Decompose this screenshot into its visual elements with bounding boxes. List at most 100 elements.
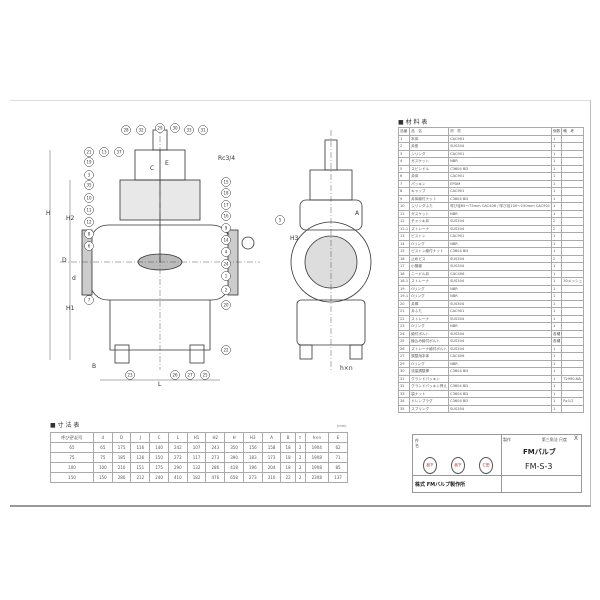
callout-circle: [114, 147, 124, 157]
dim-H2: H2: [66, 215, 75, 222]
materials-cell: [561, 322, 585, 331]
callout-number: 19: [86, 160, 92, 165]
callout-circle: [221, 235, 231, 245]
materials-cell: 31: [397, 374, 411, 383]
dimensions-header: E: [328, 432, 348, 443]
dimensions-cell: 151: [130, 462, 151, 473]
dim-L: L: [158, 381, 162, 388]
callout-number: 21: [86, 150, 92, 155]
title-block: 件名 製作 第三角法 尺度 X FMバルブ FM-S-3 株式 FMバルブ製作所…: [412, 434, 582, 493]
materials-header: 品 名: [409, 127, 450, 136]
dimensions-cell: 280: [111, 472, 132, 483]
materials-cell: NBR: [448, 359, 553, 368]
materials-heading: ■ 材 料 表: [398, 119, 428, 126]
dimensions-cell: 185: [111, 452, 132, 463]
materials-cell: 10: [397, 202, 411, 211]
materials-cell: 各種: [551, 337, 563, 346]
callout-circle: [84, 229, 94, 239]
materials-cell: 25: [397, 337, 411, 346]
materials-cell: 1: [551, 239, 563, 248]
callout-circle: [221, 188, 231, 198]
corner-cell: 呼び径\記号: [50, 432, 94, 443]
dimensions-header: t: [294, 432, 306, 443]
dimensions-cell: 107: [186, 442, 207, 453]
dimensions-cell: 243: [205, 442, 226, 453]
dimensions-cell: 137: [328, 472, 348, 483]
dimensions-cell: 71: [328, 452, 348, 463]
materials-cell: ニードル弁: [409, 269, 450, 278]
materials-cell: SUS304: [448, 344, 553, 353]
materials-cell: SUS304: [448, 337, 553, 346]
callout-circle: [121, 125, 131, 135]
side-view: [241, 130, 372, 370]
materials-cell: 2: [551, 224, 563, 233]
materials-cell: 17: [397, 262, 411, 271]
materials-cell: シリンダふた: [409, 202, 450, 211]
materials-cell: パッキン: [409, 179, 450, 188]
company-name: FMバルブ: [523, 448, 556, 456]
callout-circle: [125, 370, 135, 380]
materials-cell: ドレンプラグ: [409, 397, 450, 406]
materials-cell: 2: [551, 217, 563, 226]
materials-cell: C3604 BD: [448, 389, 553, 398]
materials-cell: 1: [551, 307, 563, 316]
materials-cell: [561, 224, 585, 233]
materials-cell: [561, 329, 585, 338]
approval-stamp: 品下: [423, 457, 437, 474]
materials-cell: 1: [551, 232, 563, 241]
callout-circle: [275, 215, 285, 225]
materials-cell: [561, 172, 585, 181]
dimensions-cell: 175: [149, 462, 169, 473]
materials-cell: CAC406: [448, 269, 553, 278]
materials-header: 個数: [551, 127, 563, 136]
callout-number: 33: [186, 128, 192, 133]
callout-number: 20: [223, 303, 229, 308]
unit-label: (mm): [337, 424, 347, 428]
materials-cell: 14: [397, 239, 411, 248]
materials-cell: [561, 149, 585, 158]
dimensions-header: H3: [242, 432, 263, 443]
dimensions-cell: 2: [294, 462, 306, 473]
materials-cell: ストレーナ: [409, 277, 450, 286]
materials-cell: 19: [397, 284, 411, 293]
callout-number: 1: [225, 274, 228, 279]
materials-cell: 弁体: [409, 172, 450, 181]
callout-circle: [84, 157, 94, 167]
materials-cell: 1: [551, 389, 563, 398]
dimensions-cell: 658: [224, 472, 244, 483]
materials-cell: 1: [551, 284, 563, 293]
dimensions-cell: 418: [224, 462, 244, 473]
materials-cell: 18: [397, 269, 411, 278]
callout-number: 26: [172, 373, 178, 378]
callout-circle: [184, 125, 194, 135]
callout-number: 16: [223, 214, 229, 219]
callout-circle: [136, 125, 146, 135]
materials-cell: 34: [397, 397, 411, 406]
materials-cell: 32: [397, 382, 411, 391]
materials-cell: Oリング: [409, 284, 450, 293]
callout-number: 8: [88, 232, 91, 237]
dimensions-cell: 286: [205, 462, 226, 473]
materials-cell: シリンダ: [409, 149, 450, 158]
materials-cell: 1: [551, 292, 563, 301]
materials-header: 材 質: [448, 127, 553, 136]
callout-circle: [185, 370, 195, 380]
callout-number: 9: [225, 226, 228, 231]
callout-circle: [170, 370, 180, 380]
dimensions-cell: 150: [50, 472, 94, 483]
scale-label: 第三角法 尺度: [541, 437, 567, 442]
callout-number: 35: [86, 183, 92, 188]
materials-header: 品番: [397, 127, 411, 136]
